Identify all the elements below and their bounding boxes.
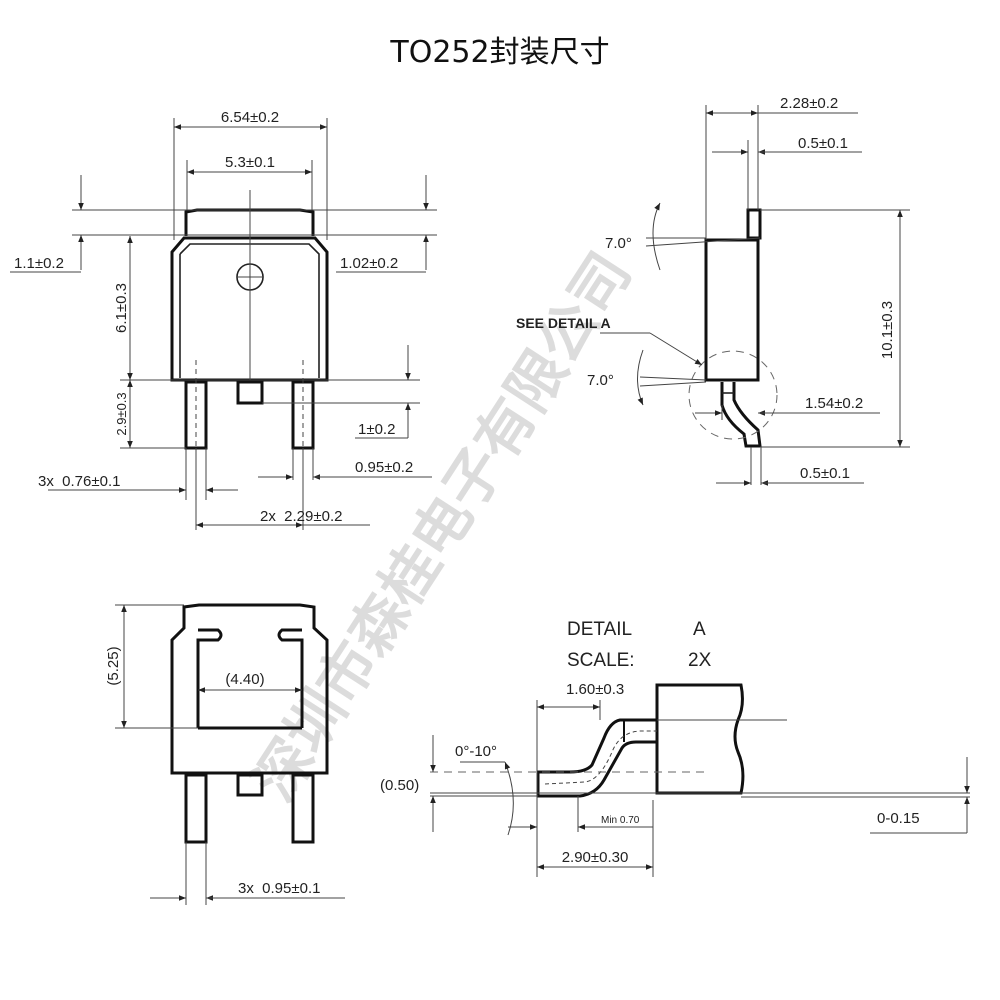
bottom-lead-right	[291, 773, 315, 844]
lead-center-stub	[236, 380, 264, 405]
dim-bottom-lead-width: 3x 0.95±0.1	[238, 880, 320, 897]
side-view: 2.28±0.2 0.5±0.1 7.0° SEE DETAIL A 7.0° …	[516, 95, 910, 486]
bottom-pad	[196, 628, 304, 730]
dim-standoff: (0.50)	[380, 777, 419, 794]
bottom-outline	[170, 603, 329, 775]
dim-stub-length: 1±0.2	[358, 421, 395, 438]
dim-foot-length: 2.90±0.30	[562, 849, 629, 866]
page-title: TO252封装尺寸	[389, 35, 609, 70]
dim-min-flat: Min 0.70	[601, 815, 640, 826]
angle-top: 7.0°	[605, 235, 632, 252]
dim-lead-shoulder: 0.95±0.2	[355, 459, 413, 476]
dim-body-height: 6.1±0.3	[113, 283, 130, 333]
dim-bend-length: 1.60±0.3	[566, 681, 624, 698]
see-detail-a: SEE DETAIL A	[516, 315, 611, 331]
dim-lead-offset: 1.54±0.2	[805, 395, 863, 412]
dim-width-total: 6.54±0.2	[221, 109, 279, 126]
detail-a: DETAIL A SCALE: 2X 1.60±0.3 0°-10° (0.50…	[380, 619, 970, 877]
angle-bottom: 7.0°	[587, 372, 614, 389]
dim-lead-length: 2.9±0.3	[114, 392, 129, 435]
side-body	[704, 238, 760, 382]
scale-value: 2X	[688, 650, 712, 671]
dim-thickness: 2.28±0.2	[780, 95, 838, 112]
dim-tab-right: 1.02±0.2	[340, 255, 398, 272]
side-tab	[746, 208, 762, 240]
dim-coplanarity: 0-0.15	[877, 810, 920, 827]
dim-tab-left: 1.1±0.2	[14, 255, 64, 272]
dim-pitch: 2x 2.29±0.2	[260, 508, 342, 525]
dim-width-tab: 5.3±0.1	[225, 154, 275, 171]
detail-lead	[536, 718, 657, 798]
dim-pad-height: (5.25)	[105, 646, 122, 685]
dim-pad-width: (4.40)	[225, 671, 264, 688]
side-lead	[720, 382, 762, 448]
dim-lead-width: 3x 0.76±0.1	[38, 473, 120, 490]
dim-total-height: 10.1±0.3	[879, 301, 896, 359]
detail-body	[655, 683, 745, 795]
front-view: 6.54±0.2 5.3±0.1 1.1±0.2 1.02±0.2 6.1±0.…	[10, 109, 437, 530]
bottom-view: (5.25) (4.40) 3x 0.95±0.1	[105, 603, 345, 905]
dim-angle: 0°-10°	[455, 743, 497, 760]
dim-tab-thickness: 0.5±0.1	[798, 135, 848, 152]
bottom-lead-center	[236, 773, 264, 797]
bottom-lead-left	[184, 773, 208, 844]
dim-lead-thickness: 0.5±0.1	[800, 465, 850, 482]
detail-title: DETAIL	[567, 619, 632, 640]
scale-label: SCALE:	[567, 650, 635, 671]
detail-id: A	[693, 619, 706, 640]
